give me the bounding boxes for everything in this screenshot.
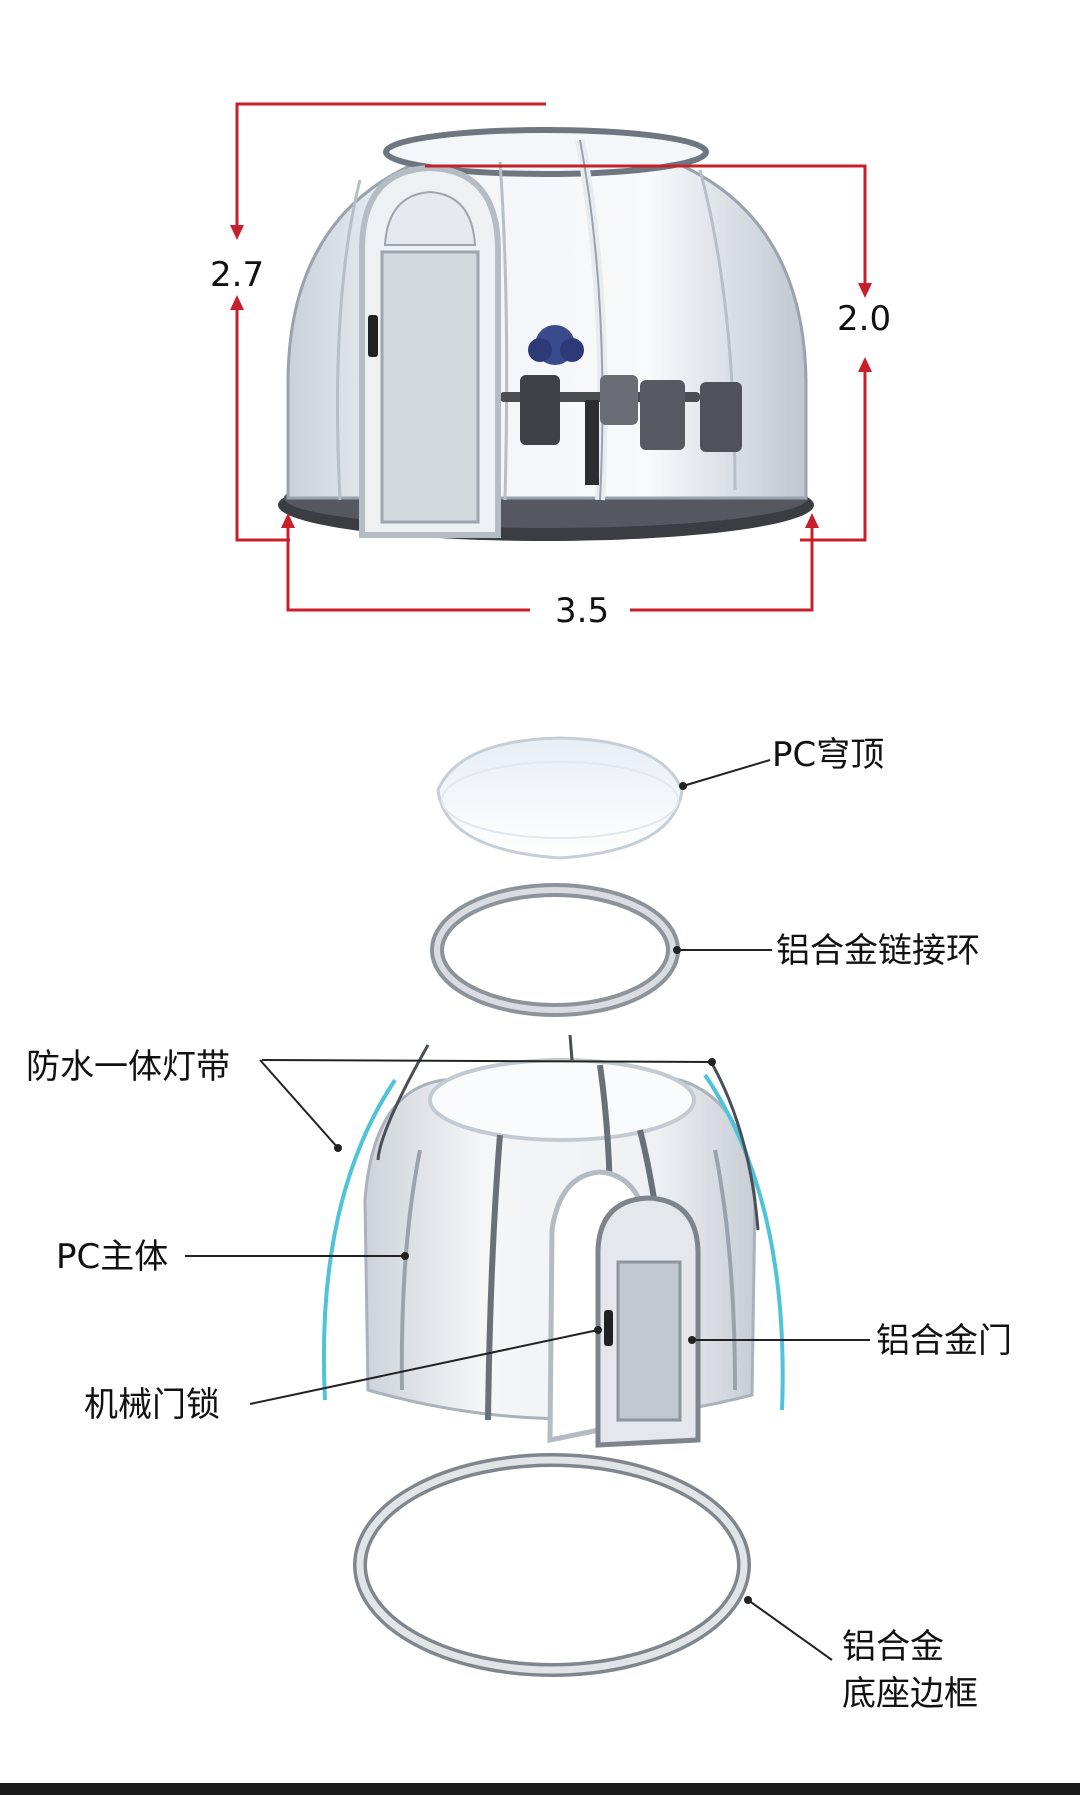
dome-door xyxy=(359,164,501,538)
assembled-dome: 2.7 2.0 3.5 xyxy=(210,102,891,631)
label-base-frame-line1: 铝合金 xyxy=(842,1627,944,1667)
height-total-label: 2.7 xyxy=(210,255,264,295)
label-alloy-ring: 铝合金链接环 xyxy=(776,931,980,971)
label-door-lock: 机械门锁 xyxy=(84,1385,220,1425)
height-wall-label: 2.0 xyxy=(837,299,891,339)
led-light-strips xyxy=(321,1073,785,1411)
alloy-base-frame xyxy=(353,1453,751,1677)
dimension-lines xyxy=(235,102,867,612)
exploded-view: PC穹顶 铝合金链接环 防水一体灯带 PC主体 铝合金门 机械门锁 铝合金 底座… xyxy=(26,735,1012,1714)
leader-lines xyxy=(185,759,870,1661)
alloy-connecting-ring xyxy=(430,883,680,1017)
bottom-edge-bar xyxy=(0,1783,1080,1795)
leader-dots xyxy=(334,782,752,1604)
dimension-arrowheads xyxy=(230,225,872,528)
label-pc-dome: PC穹顶 xyxy=(772,735,884,775)
label-base-frame-line2: 底座边框 xyxy=(842,1674,978,1714)
led-strip-frames xyxy=(376,1034,760,1231)
pc-dome-cap xyxy=(436,736,684,860)
label-led-strip: 防水一体灯带 xyxy=(26,1047,230,1087)
alloy-door-part xyxy=(595,1195,701,1448)
diameter-label: 3.5 xyxy=(555,591,609,631)
label-alloy-door: 铝合金门 xyxy=(876,1321,1012,1361)
interior-furniture xyxy=(500,325,742,485)
label-pc-body: PC主体 xyxy=(56,1237,168,1277)
